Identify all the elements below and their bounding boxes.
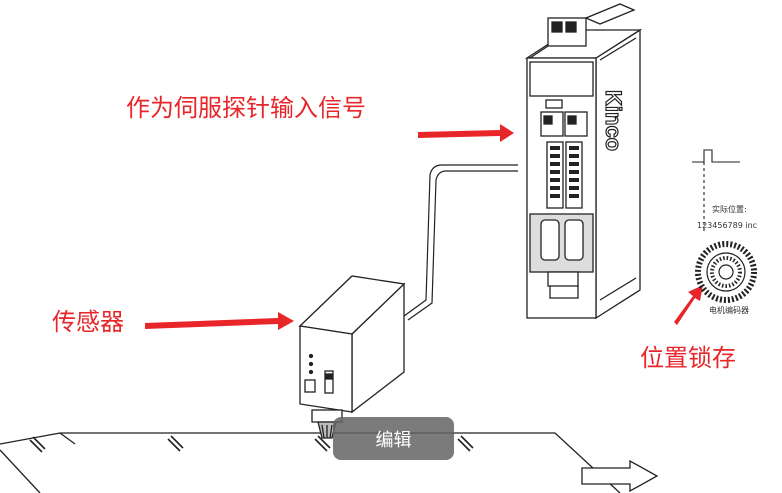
belt-marks — [29, 435, 474, 453]
sensor-cable — [403, 164, 518, 321]
drive-brand: Kinco — [601, 90, 626, 151]
arrow-up-right-icon — [674, 285, 703, 325]
position-latch-label: 位置锁存 — [640, 344, 736, 372]
actual-position-label: 实际位置: — [712, 205, 747, 214]
sensor-label: 传感器 — [52, 308, 124, 336]
motor-encoder-caption: 电机编码器 — [709, 306, 749, 315]
encoder-disk-icon — [695, 241, 757, 303]
arrow-right-icon — [418, 124, 514, 142]
latch-pulse-signal — [692, 149, 740, 232]
arrow-right-icon — [145, 312, 294, 330]
edit-button[interactable]: 编辑 — [333, 417, 454, 460]
conveyor-belt — [0, 432, 621, 493]
servo-probe-input-label: 作为伺服探针输入信号 — [126, 94, 366, 122]
actual-position-value: 123456789 inc — [697, 221, 758, 230]
sensor-device — [298, 275, 406, 439]
servo-drive — [524, 3, 643, 320]
conveyor-direction-arrow-icon — [581, 459, 659, 493]
